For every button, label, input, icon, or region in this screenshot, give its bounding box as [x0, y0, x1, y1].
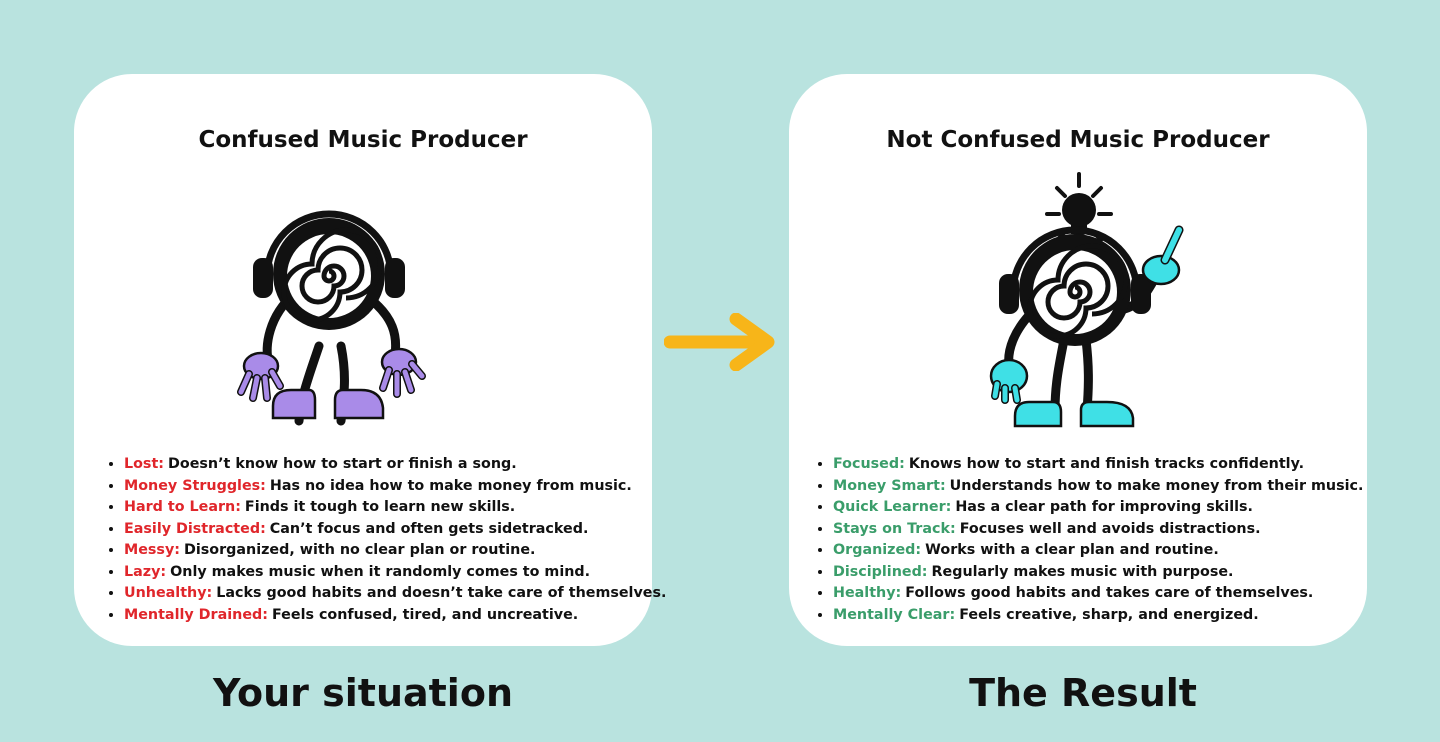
list-item: Lost:Doesn’t know how to start or finish… [124, 454, 646, 476]
list-item: Disciplined:Regularly makes music with p… [833, 562, 1361, 584]
left-glove-icon [989, 358, 1029, 404]
list-item: Quick Learner:Has a clear path for impro… [833, 497, 1361, 519]
right-shoe-icon [333, 388, 385, 420]
confused-producer-mascot [237, 210, 426, 426]
spiral-icon [1027, 243, 1129, 339]
list-item: Money Smart:Understands how to make mone… [833, 476, 1363, 498]
pointing-glove-icon [1141, 225, 1184, 286]
left-shoe-icon [271, 388, 317, 420]
left-glove-icon [237, 351, 284, 402]
left-shoe-icon [1013, 400, 1063, 428]
arrow-right-icon [664, 313, 775, 371]
list-item: Focused:Knows how to start and finish tr… [833, 454, 1361, 476]
list-item: Lazy:Only makes music when it randomly c… [124, 562, 646, 584]
spiral-icon [281, 227, 383, 323]
right-trait-list: Focused:Knows how to start and finish tr… [816, 454, 1363, 627]
list-item: Easily Distracted:Can’t focus and often … [124, 519, 646, 541]
list-item: Mentally Drained:Feels confused, tired, … [124, 605, 646, 627]
left-card-title: Confused Music Producer [198, 127, 528, 153]
list-item: Stays on Track:Focuses well and avoids d… [833, 519, 1361, 541]
the-result-caption: The Result [969, 671, 1197, 715]
right-shoe-icon [1079, 400, 1135, 428]
list-item: Money Struggles:Has no idea how to make … [124, 476, 646, 498]
left-trait-list: Lost:Doesn’t know how to start or finish… [107, 454, 666, 627]
list-item: Hard to Learn:Finds it tough to learn ne… [124, 497, 646, 519]
idea-producer-mascot [989, 172, 1184, 428]
list-item: Unhealthy:Lacks good habits and doesn’t … [124, 583, 666, 605]
list-item: Messy:Disorganized, with no clear plan o… [124, 540, 646, 562]
right-glove-icon [379, 347, 426, 398]
list-item: Organized:Works with a clear plan and ro… [833, 540, 1361, 562]
list-item: Mentally Clear:Feels creative, sharp, an… [833, 605, 1361, 627]
list-item: Healthy:Follows good habits and takes ca… [833, 583, 1361, 605]
clear-producer-card: Not Confused Music Producer [789, 74, 1367, 646]
your-situation-caption: Your situation [212, 671, 513, 715]
confused-producer-card: Confused Music Producer Lost:Does [74, 74, 666, 646]
right-card-title: Not Confused Music Producer [886, 127, 1270, 153]
